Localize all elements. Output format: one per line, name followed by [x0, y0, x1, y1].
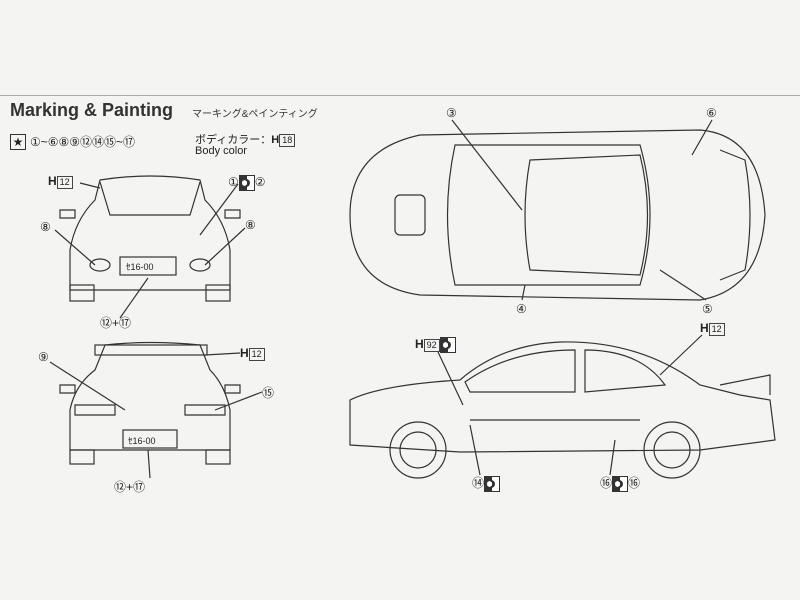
- decal-16a: ⑯: [600, 476, 613, 490]
- paint-code: H: [415, 337, 424, 352]
- front-decal-12-17: ⑫+⑰: [100, 316, 132, 330]
- top-decal-4: ④: [516, 302, 527, 316]
- black-white-swatch-icon: [484, 475, 501, 492]
- body-color-en: Body color: [195, 145, 247, 157]
- top-view-car: [349, 119, 766, 301]
- decal-14: ⑭: [472, 476, 485, 490]
- paint-num: 12: [708, 323, 725, 336]
- body-color-num: 18: [279, 134, 296, 147]
- decal-2: ②: [254, 175, 266, 190]
- black-white-swatch-icon: [612, 475, 629, 492]
- body-color-code: H: [271, 134, 280, 146]
- decal-1: ①: [228, 175, 239, 190]
- rear-decal-9: ⑨: [38, 350, 49, 364]
- star-icon: ★: [10, 133, 26, 150]
- rear-plate: ｾ16-00: [128, 436, 156, 446]
- paint-num: 12: [56, 176, 73, 189]
- front-decal-8-left: ⑧: [40, 220, 51, 234]
- rear-view-car: [49, 341, 263, 479]
- side-view-car: [349, 334, 776, 479]
- top-divider: [0, 95, 800, 96]
- black-white-swatch-icon: [439, 337, 456, 353]
- front-view-car: [54, 175, 246, 319]
- star-decal-numbers: ①~⑥⑧⑨⑫⑭⑮~⑰: [30, 135, 136, 149]
- top-decal-3: ③: [446, 106, 457, 120]
- black-white-swatch-icon: [238, 175, 255, 191]
- front-plate: ｾ16-00: [126, 262, 154, 272]
- side-decal-14: ⑭: [472, 474, 501, 492]
- decal-16b: ⑯: [628, 476, 641, 490]
- top-decal-6: ⑥: [706, 106, 717, 120]
- paint-code: H: [48, 174, 57, 188]
- star-decal-list: ★ ①~⑥⑧⑨⑫⑭⑮~⑰: [10, 133, 135, 150]
- front-decal-8-right: ⑧: [245, 218, 256, 232]
- paint-num: 12: [248, 348, 265, 361]
- page-title-jp: マーキング&ペインティング: [192, 109, 318, 120]
- page-title: Marking & Painting: [10, 100, 174, 120]
- paint-code: H: [700, 321, 709, 335]
- rear-decal-15: ⑮: [262, 386, 275, 400]
- top-decal-5: ⑤: [702, 302, 713, 316]
- paint-num: 92: [423, 339, 440, 353]
- body-color-jp-label: ボディカラー：: [195, 134, 272, 146]
- paint-code: H: [240, 346, 249, 360]
- rear-decal-12-17: ⑫+⑰: [114, 480, 146, 494]
